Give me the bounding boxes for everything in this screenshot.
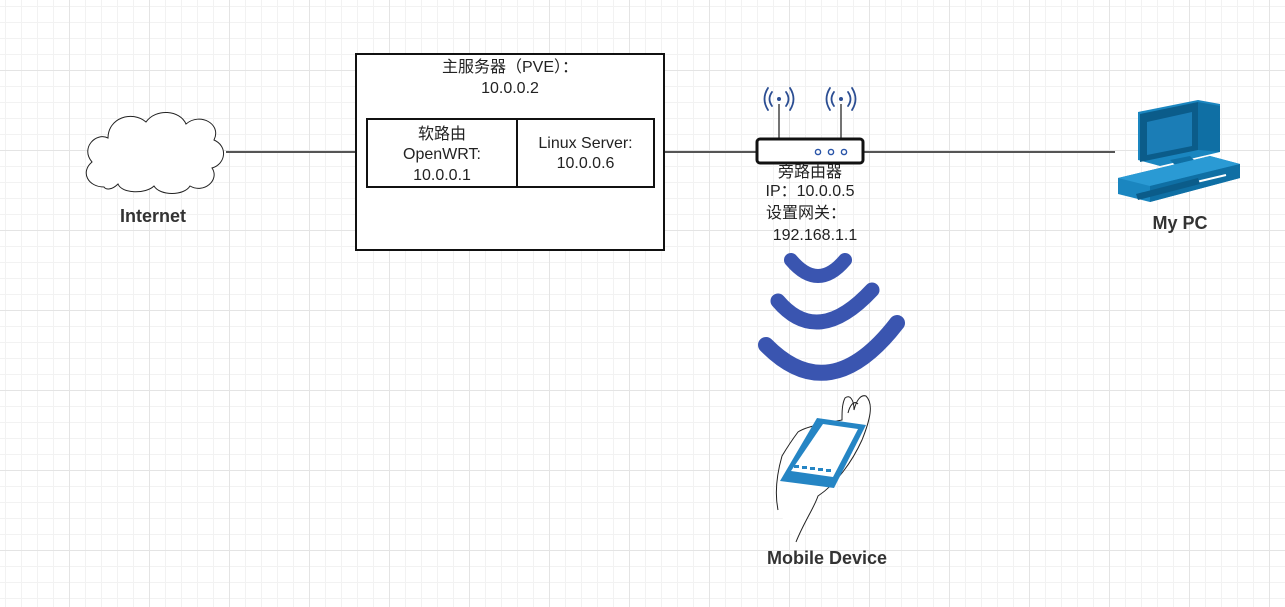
router-gateway-ip: 192.168.1.1 (772, 227, 858, 244)
openwrt-box[interactable]: 软路由 OpenWRT: 10.0.0.1 (366, 118, 518, 188)
linux-line2: 10.0.0.6 (556, 155, 615, 172)
openwrt-line3: 10.0.0.1 (413, 167, 471, 184)
server-ip: 10.0.0.2 (481, 80, 539, 97)
internet-label: Internet (119, 206, 186, 226)
router-icon[interactable] (755, 87, 865, 165)
openwrt-line2: OpenWRT: (403, 146, 481, 163)
router-ip: IP：10.0.0.5 (765, 183, 855, 200)
router-name: 旁路由器 (777, 164, 842, 181)
computer-icon[interactable] (1118, 100, 1240, 202)
mobile-device-label: Mobile Device (766, 548, 888, 568)
main-server-box[interactable]: 主服务器（PVE）： 10.0.0.2 软路由 OpenWRT: 10.0.0.… (355, 53, 665, 251)
linux-server-box[interactable]: Linux Server: 10.0.0.6 (516, 118, 655, 188)
mobile-phone-icon[interactable] (775, 395, 871, 543)
linux-line1: Linux Server: (538, 135, 633, 152)
openwrt-line1: 软路由 (417, 126, 466, 143)
router-gateway-label: 设置网关： (765, 205, 846, 222)
cloud-icon[interactable] (85, 112, 224, 194)
server-title: 主服务器（PVE）： (441, 59, 579, 76)
wifi-signal-icon (758, 253, 905, 381)
my-pc-label: My PC (1152, 213, 1208, 233)
